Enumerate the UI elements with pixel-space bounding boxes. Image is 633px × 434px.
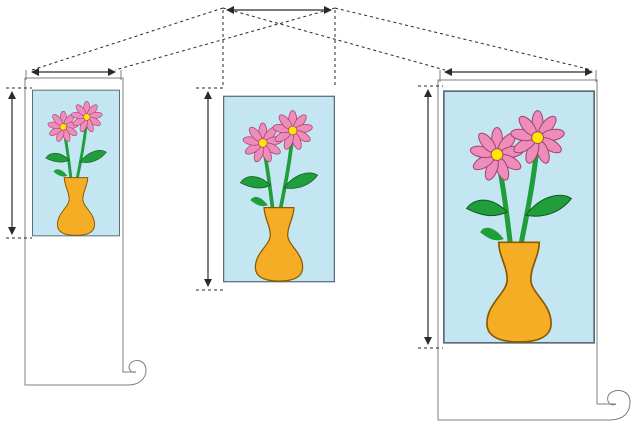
panel-small <box>6 70 146 385</box>
flower-vase-picture-large <box>444 91 594 343</box>
panel-large <box>418 70 630 420</box>
projection-lines <box>32 8 592 88</box>
panel-medium <box>196 88 334 290</box>
flower-vase-picture-small <box>32 90 119 236</box>
flower-vase-picture-medium <box>224 96 335 281</box>
